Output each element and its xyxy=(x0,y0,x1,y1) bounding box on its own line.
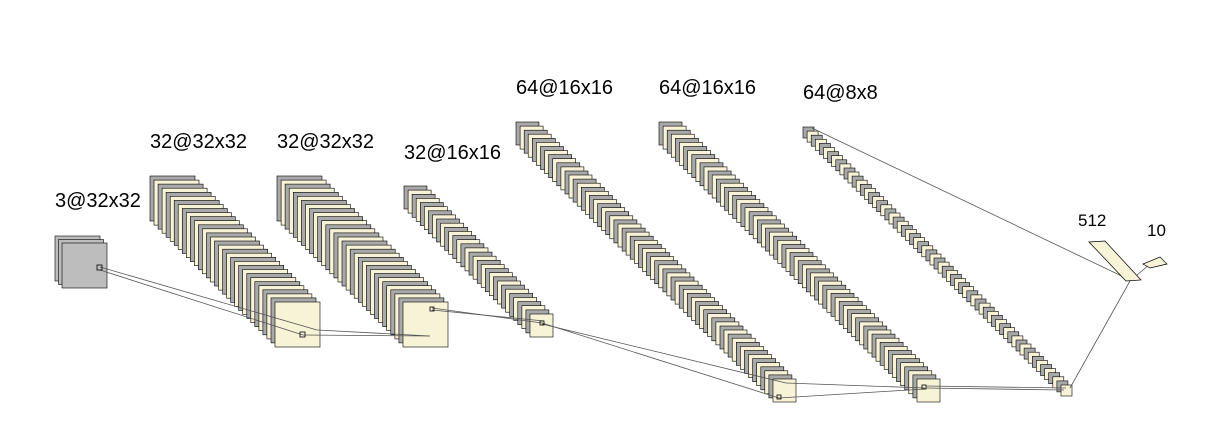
feature-map-stack xyxy=(403,185,554,338)
connection-line xyxy=(99,269,304,336)
feature-map xyxy=(916,378,941,403)
dense-label: 10 xyxy=(1147,221,1166,240)
feature-map-stack xyxy=(658,121,941,403)
connection-line xyxy=(1069,280,1131,389)
feature-map-stack xyxy=(802,126,1073,397)
connection-line xyxy=(811,127,1131,281)
kernel-markers xyxy=(96,264,927,400)
connection-line xyxy=(541,323,787,384)
connections xyxy=(99,127,1157,399)
layer-label: 3@32x32 xyxy=(55,190,141,212)
feature-map xyxy=(772,378,797,403)
feature-map-stack xyxy=(276,175,449,348)
layer-label: 32@32x32 xyxy=(277,131,374,153)
kernel-square xyxy=(776,394,782,400)
feature-map-stack xyxy=(54,235,108,289)
feature-map xyxy=(61,242,108,289)
layer-label: 64@8x8 xyxy=(803,82,878,104)
layer-input: 3@32x32 xyxy=(54,190,141,289)
layer-pool1: 32@16x16 xyxy=(403,142,554,338)
dense-block xyxy=(1088,240,1142,282)
kernel-square xyxy=(921,384,927,390)
kernel-square xyxy=(299,331,306,338)
dense-layer-10: 10 xyxy=(1142,221,1168,269)
kernel-square xyxy=(429,306,435,312)
connection-line xyxy=(316,329,431,337)
feature-map xyxy=(1060,384,1073,397)
connection-line xyxy=(785,382,926,389)
connection-line xyxy=(925,385,1067,389)
dense-label: 512 xyxy=(1078,211,1106,230)
connection-line xyxy=(302,334,431,337)
feature-map-stack xyxy=(149,175,321,348)
layer-pool2: 64@8x8 xyxy=(802,82,1073,397)
layer-conv1: 32@32x32 xyxy=(149,131,321,348)
layer-label: 32@32x32 xyxy=(150,131,247,153)
connection-line xyxy=(541,322,780,399)
layer-label: 64@16x16 xyxy=(516,77,613,99)
layer-label: 32@16x16 xyxy=(404,142,501,164)
connection-line xyxy=(778,388,926,399)
feature-map xyxy=(529,313,554,338)
feature-map xyxy=(402,301,449,348)
connection-line xyxy=(431,309,545,322)
layer-conv4: 64@16x16 xyxy=(658,77,941,403)
dense-layer-512: 512 xyxy=(1078,211,1142,282)
feature-map-stack xyxy=(515,121,797,403)
dense-block xyxy=(1142,256,1168,269)
layer-label: 64@16x16 xyxy=(659,77,756,99)
layer-conv3: 64@16x16 xyxy=(515,77,797,403)
kernel-square xyxy=(96,264,103,271)
connection-line xyxy=(99,266,318,331)
kernel-square xyxy=(539,320,545,326)
layer-conv2: 32@32x32 xyxy=(276,131,449,348)
connection-line xyxy=(925,387,1065,391)
